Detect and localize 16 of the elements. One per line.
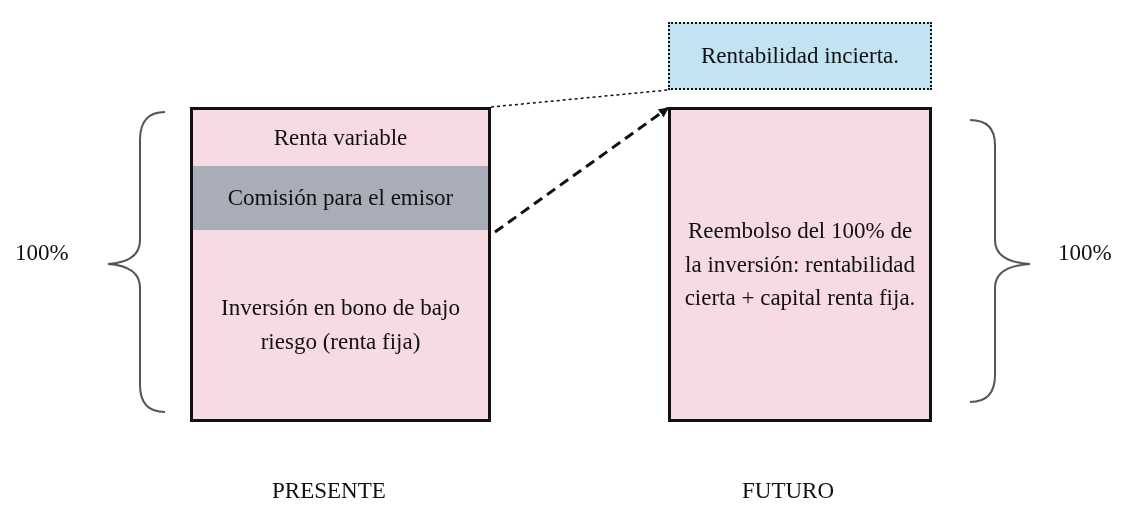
box-text: Renta variable <box>273 124 408 153</box>
box-text: Rentabilidad incierta. <box>701 42 899 71</box>
arrow <box>494 106 669 234</box>
connector-line <box>490 89 669 108</box>
box-text: Inversión en bono de bajo riesgo (renta fija) <box>220 294 461 356</box>
note-box <box>668 22 932 90</box>
percentage-label: 100% <box>1058 240 1112 266</box>
percentage-label: 100% <box>15 240 69 266</box>
box-text: Reembolso del 100% de la inversión: rentabilidad cierta + capital renta fija. <box>683 217 917 313</box>
box-text: Comisión para el emisor <box>227 184 454 213</box>
result-box <box>668 107 932 422</box>
stack-segment <box>190 107 491 169</box>
stack-segment <box>190 166 491 233</box>
stack-segment <box>190 230 491 422</box>
period-label: FUTURO <box>742 478 834 504</box>
period-label: PRESENTE <box>272 478 386 504</box>
